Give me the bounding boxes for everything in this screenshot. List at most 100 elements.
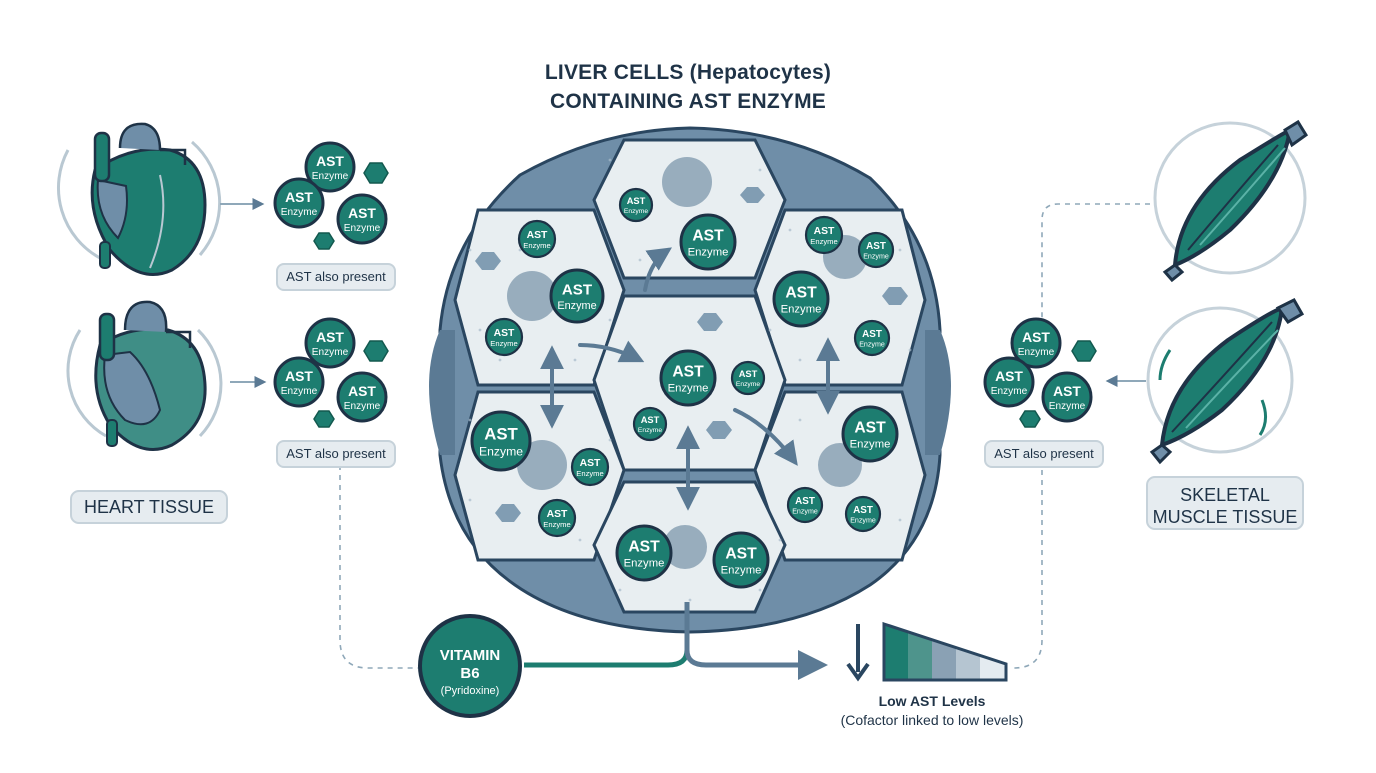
heart-icon-bottom — [66, 300, 223, 451]
ast-present-label-heart-bottom: AST also present — [276, 440, 396, 468]
low-ast-title: Low AST Levels — [878, 693, 986, 709]
enzyme-label: Enzyme — [344, 223, 381, 234]
liver-right-lobe — [925, 330, 951, 455]
enzyme-label: Enzyme — [576, 469, 603, 478]
heart-icon-top — [57, 122, 222, 276]
enzyme-label: Enzyme — [543, 520, 570, 529]
vitamin-line2: B6 — [460, 665, 479, 682]
nucleus — [517, 440, 567, 490]
ast-present-label-heart-top: AST also present — [276, 263, 396, 291]
ast-label: AST — [627, 196, 646, 206]
ast-label: AST — [547, 509, 568, 520]
muscle-icon-top — [1153, 119, 1309, 283]
arrow-icon — [733, 408, 798, 466]
ast-label: AST — [484, 425, 518, 444]
ast-label: AST — [562, 282, 593, 299]
enzyme-label: Enzyme — [991, 386, 1028, 397]
page-title: LIVER CELLS (Hepatocytes) CONTAINING AST… — [438, 58, 938, 116]
ast-enzyme-badge: AST Enzyme — [304, 317, 356, 369]
enzyme-label: Enzyme — [688, 247, 729, 259]
title-line-1: LIVER CELLS (Hepatocytes) — [544, 61, 832, 84]
muscle-label-line1: SKELETAL — [1180, 485, 1270, 505]
enzyme-label: Enzyme — [523, 241, 550, 250]
to-low-line — [684, 649, 828, 680]
ast-label: AST — [285, 189, 313, 205]
ast-label: AST — [628, 539, 660, 556]
enzyme-label: Enzyme — [479, 445, 523, 459]
connector-heart-to-vitamin — [339, 465, 420, 669]
connector-muscle-top — [1041, 203, 1150, 320]
ast-label: AST — [862, 329, 882, 340]
ast-label: AST — [494, 328, 515, 339]
enzyme-label: Enzyme — [557, 300, 596, 312]
low-level-indicator — [846, 621, 1008, 682]
ast-label: AST — [853, 505, 873, 516]
enzyme-label: Enzyme — [281, 386, 318, 397]
liver-left-lobe — [429, 330, 455, 455]
ast-enzyme-badge: AST Enzyme — [712, 531, 770, 589]
ast-present-label-muscle: AST also present — [984, 440, 1104, 468]
enzyme-label: Enzyme — [624, 208, 648, 215]
ast-label: AST — [866, 241, 886, 252]
enzyme-label: Enzyme — [810, 237, 837, 246]
ast-label: AST — [1053, 383, 1081, 399]
enzyme-label: Enzyme — [721, 565, 762, 577]
heart-arrows — [220, 198, 267, 388]
enzyme-label: Enzyme — [624, 558, 665, 570]
ast-label: AST — [316, 329, 344, 345]
arrow-icon — [643, 247, 672, 292]
ast-label: AST — [692, 228, 724, 245]
cell-nuclei — [507, 157, 867, 569]
ast-enzyme-badge: AST Enzyme — [615, 524, 673, 582]
low-ast-subtitle: (Cofactor linked to low levels) — [840, 712, 1024, 728]
skeletal-muscle-label: SKELETAL MUSCLE TISSUE — [1146, 476, 1304, 530]
enzyme-label: Enzyme — [312, 347, 349, 358]
vitamin-line1: VITAMIN — [440, 647, 501, 664]
enzyme-label: Enzyme — [281, 207, 318, 218]
enzyme-label: Enzyme — [736, 381, 760, 388]
ast-enzyme-badge: AST Enzyme — [273, 177, 325, 229]
ast-label: AST — [672, 364, 704, 381]
ast-enzyme-badge: AST Enzyme — [618, 187, 654, 223]
vitamin-flow — [524, 649, 828, 680]
vitamin-b6-badge: VITAMIN B6 (Pyridoxine) — [418, 614, 522, 718]
nucleus — [662, 157, 712, 207]
down-arrow-icon — [846, 624, 870, 682]
cell-texture-dots — [468, 158, 912, 602]
enzyme-label: Enzyme — [1049, 401, 1086, 412]
ast-label: AST — [348, 383, 376, 399]
enzyme-label: Enzyme — [850, 517, 876, 525]
arrow-icon — [578, 340, 645, 363]
ast-label: AST — [1022, 329, 1050, 345]
muscle-icon-bottom — [1146, 298, 1305, 465]
vitamin-line3: (Pyridoxine) — [441, 685, 500, 697]
heart-tissue-label: HEART TISSUE — [70, 490, 228, 524]
ast-label: AST — [527, 230, 548, 241]
enzyme-label: Enzyme — [668, 383, 709, 395]
ast-enzyme-badge: AST Enzyme — [1041, 371, 1093, 423]
enzyme-label: Enzyme — [859, 341, 885, 349]
vitamin-line — [524, 649, 690, 668]
connector-muscle-to-low — [1013, 470, 1043, 669]
enzyme-label: Enzyme — [863, 253, 889, 261]
ast-label: AST — [348, 205, 376, 221]
enzyme-label: Enzyme — [792, 508, 818, 516]
ast-label: AST — [725, 546, 757, 563]
enzyme-label: Enzyme — [638, 427, 662, 434]
